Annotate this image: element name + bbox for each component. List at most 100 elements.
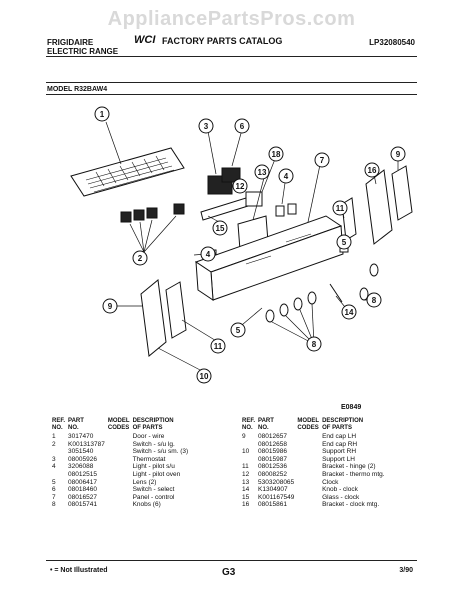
description-cell: Thermostat (132, 455, 166, 463)
part-number-cell: K001313787 (68, 440, 105, 448)
description-cell: Knob - clock (322, 486, 358, 494)
brand-name: FRIGIDAIRE (47, 38, 94, 47)
description-cell: Knobs (6) (132, 501, 161, 509)
callout-6: 6 (240, 122, 245, 131)
ref-cell: 9 (242, 433, 246, 440)
ref-cell: 4 (52, 463, 56, 471)
description-cell: Bracket - clock mtg. (322, 501, 380, 509)
ref-cell: 10 (242, 448, 250, 456)
ref-cell: 3 (52, 455, 56, 463)
drawing-code: E0849 (341, 404, 362, 411)
model-code-cell (108, 486, 133, 494)
part-right-endcap (341, 165, 413, 245)
model-code-cell (297, 479, 322, 487)
part-control-panel (194, 215, 344, 301)
ref-cell: 16 (242, 501, 250, 509)
header-ref: REF.NO. (242, 418, 256, 431)
model-code-cell (297, 441, 322, 449)
part-number-cell: K1304907 (258, 486, 288, 494)
description-cell: Switch - s/u lg. (132, 440, 175, 448)
description-cell: Panel - control (132, 493, 175, 501)
part-number-cell: 3051540 (68, 448, 94, 456)
callout-2: 2 (138, 254, 143, 263)
callout-circles (94, 106, 406, 384)
page-number: G3 (222, 567, 236, 578)
description-cell: Light - pilot s/u (132, 463, 175, 471)
callout-7: 7 (320, 156, 325, 165)
callout-13: 13 (258, 168, 267, 177)
part-number-cell: 3206088 (68, 463, 94, 471)
model-code-cell (297, 471, 322, 479)
description-cell: Light - pilot oven (132, 470, 181, 478)
callout-10-left: 10 (200, 372, 209, 381)
product-type: ELECTRIC RANGE (47, 47, 119, 56)
part-number-cell: 08015987 (258, 455, 287, 463)
brand-block: FRIGIDAIRE ELECTRIC RANGE (47, 38, 118, 56)
catalog-title: FACTORY PARTS CATALOG (162, 36, 283, 46)
ref-cell: 15 (242, 493, 250, 501)
part-number-cell: 08012657 (258, 433, 287, 440)
description-cell: Clock (322, 478, 339, 486)
model-code-cell (297, 456, 322, 464)
part-number-cell: 08012515 (68, 470, 97, 478)
callout-16: 16 (368, 166, 377, 175)
callout-9-left: 9 (108, 302, 113, 311)
callout-14: 14 (345, 308, 354, 317)
part-number-cell: 08015986 (258, 448, 287, 456)
description-cell: Bracket - hinge (2) (322, 463, 376, 471)
model-code-cell (297, 448, 322, 456)
header-rule (46, 56, 417, 57)
ref-cell: 12 (242, 470, 250, 478)
callout-11-left: 11 (214, 342, 223, 351)
part-number-cell: 08005926 (68, 455, 97, 463)
part-door-wire (70, 147, 185, 197)
callout-labels: 1 2 3 4 5 6 7 8 9 10 11 12 13 14 5 16 8 … (100, 110, 401, 381)
part-number-cell: 08012658 (258, 440, 287, 448)
ref-cell: 14 (242, 486, 250, 494)
model-code-cell (108, 501, 133, 509)
footnote: • = Not Illustrated (50, 567, 108, 574)
callout-5-right: 5 (342, 238, 347, 247)
part-number-cell: 08018460 (68, 486, 97, 494)
callout-15: 15 (216, 224, 225, 233)
part-number-cell: 08015741 (68, 501, 97, 509)
model-code-cell (108, 463, 133, 471)
callout-8: 8 (312, 340, 317, 349)
callout-4: 4 (206, 250, 211, 259)
callout-3: 3 (204, 122, 209, 131)
catalog-number: LP32080540 (369, 38, 415, 47)
description-cell: Door - wire (132, 433, 165, 440)
callout-5: 5 (236, 326, 241, 335)
model-number: MODEL R32BAW4 (47, 86, 108, 93)
callout-1: 1 (100, 110, 105, 119)
table-row: 14 K1304907 Knob - clock (242, 486, 388, 494)
header-ref: REF.NO. (52, 418, 66, 431)
part-number-cell: 08006417 (68, 478, 97, 486)
description-cell: Bracket - thermo mtg. (322, 470, 385, 478)
ref-cell: 13 (242, 478, 250, 486)
part-number-cell: K001167549 (258, 493, 295, 501)
model-code-cell (108, 471, 133, 479)
watermark: AppliancePartsPros.com (107, 8, 356, 30)
model-code-cell (297, 433, 322, 441)
